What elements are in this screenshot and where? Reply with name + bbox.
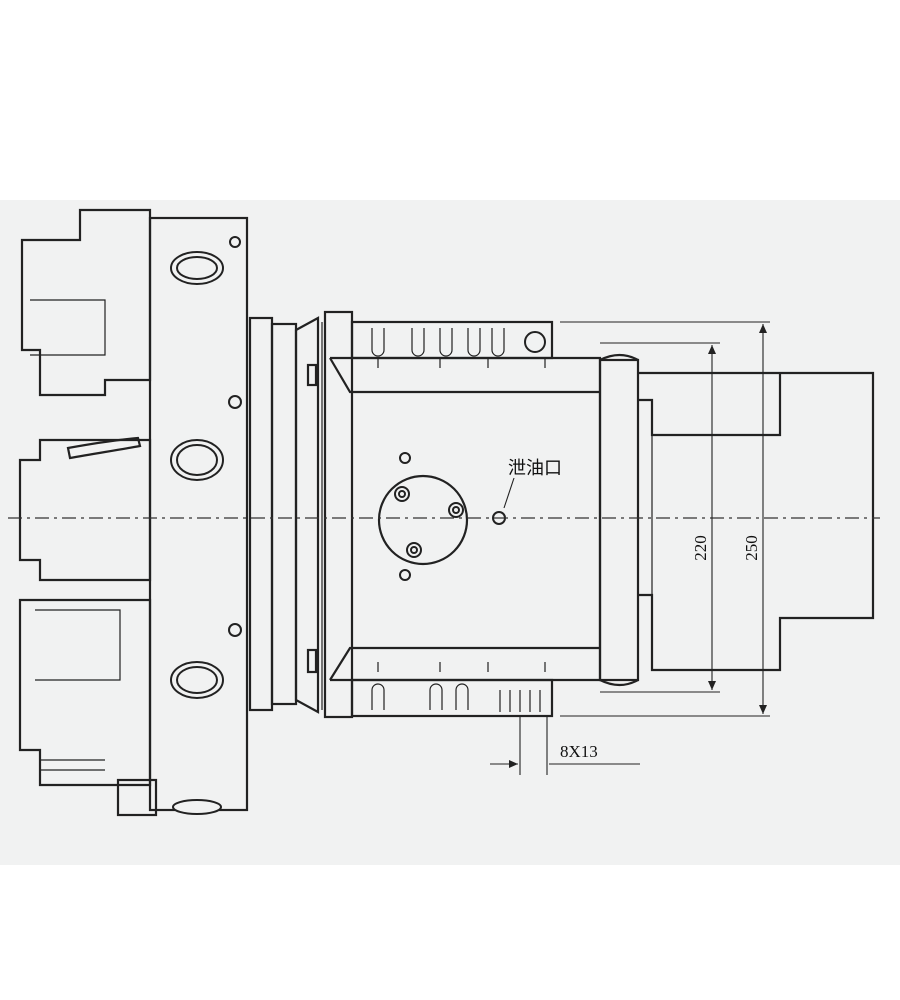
slot-spec-label: 8X13 bbox=[560, 742, 598, 761]
drain-port-label: 泄油口 bbox=[508, 458, 562, 479]
spacer-rings bbox=[248, 316, 323, 714]
dimension-lines bbox=[490, 321, 770, 775]
mounting-plate bbox=[148, 216, 249, 815]
paper-background bbox=[0, 200, 900, 865]
rod-end bbox=[598, 353, 875, 687]
dimension-250-label: 250 bbox=[742, 535, 761, 561]
dimension-220-label: 220 bbox=[691, 535, 710, 561]
bottom-slot-row bbox=[350, 678, 554, 718]
top-slot-row bbox=[350, 320, 554, 360]
